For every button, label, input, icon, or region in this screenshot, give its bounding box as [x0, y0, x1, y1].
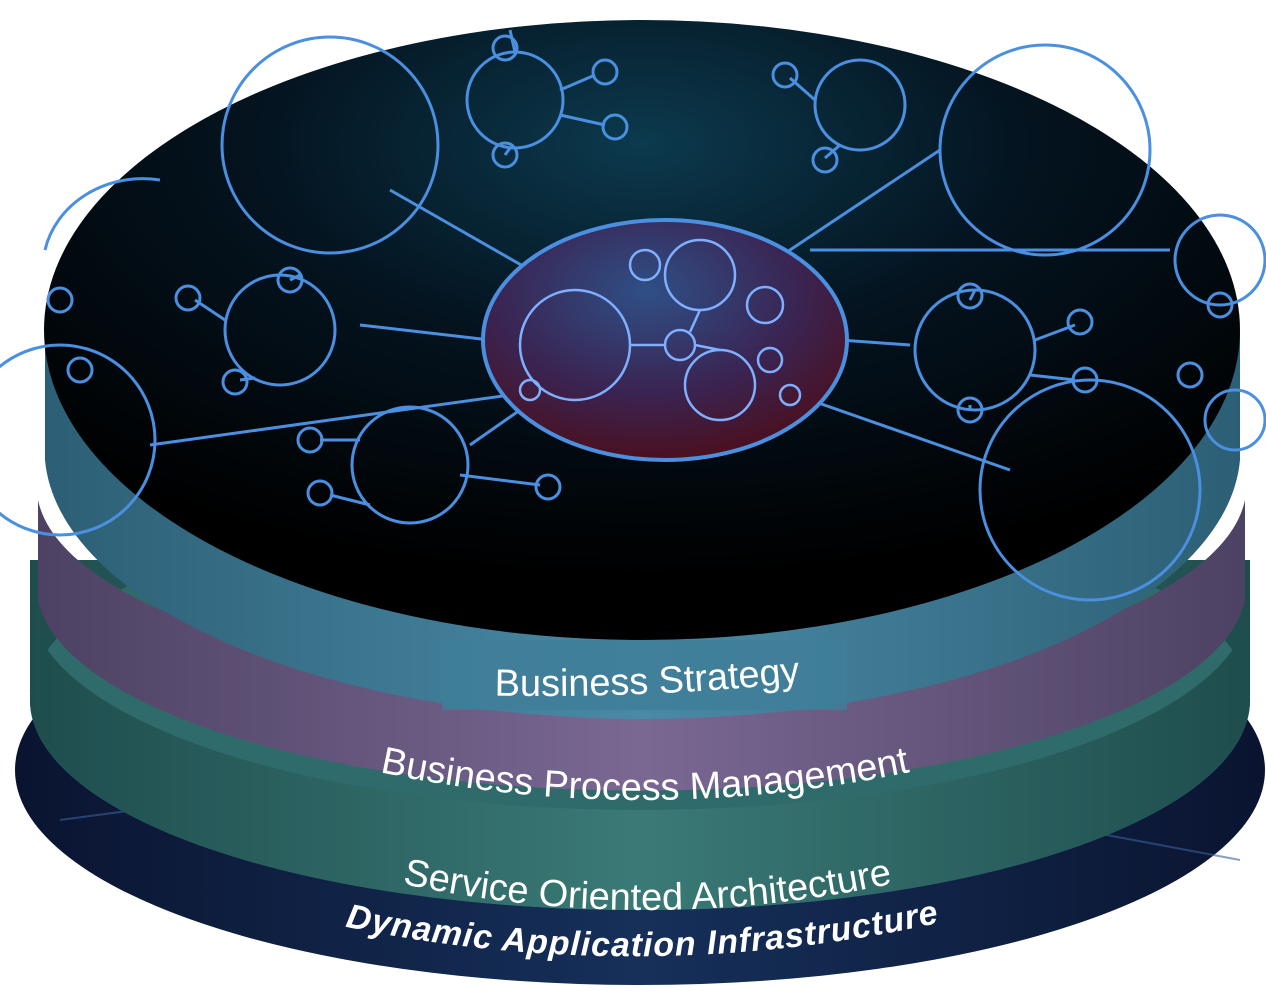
network-graph — [0, 29, 1266, 602]
layer-business-strategy: Business Strategy — [45, 330, 1240, 719]
network-core — [481, 218, 849, 462]
top-disk — [0, 20, 1266, 640]
